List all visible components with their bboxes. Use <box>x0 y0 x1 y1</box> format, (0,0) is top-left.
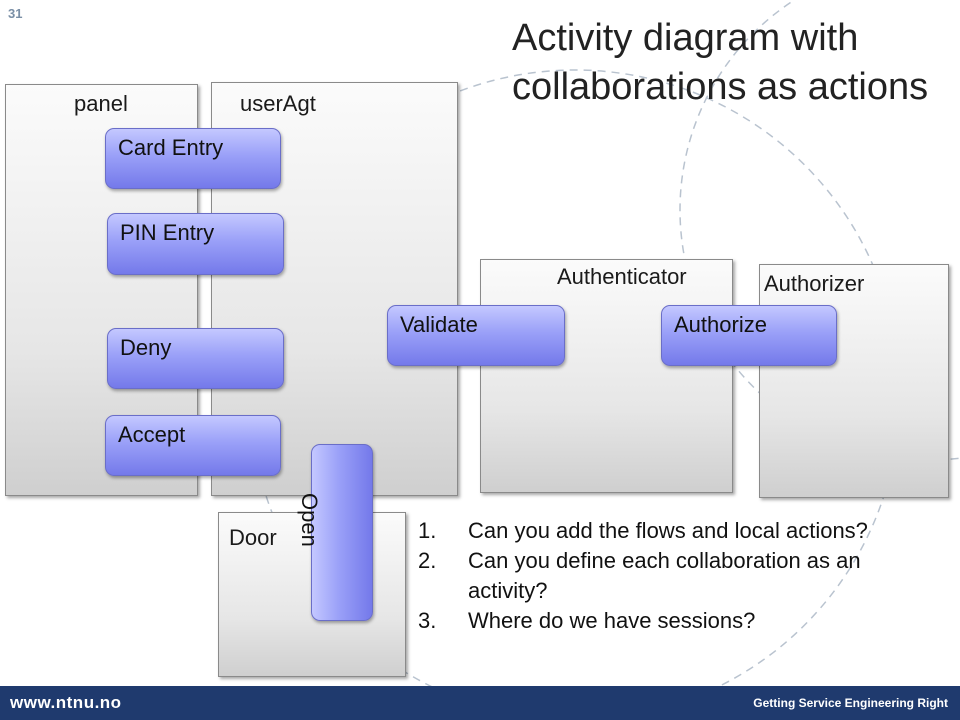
action-card-entry[interactable]: Card Entry <box>105 128 281 189</box>
slide-number: 31 <box>8 6 23 21</box>
lane-label-authenticator: Authenticator <box>557 264 687 289</box>
action-pin-entry[interactable]: PIN Entry <box>107 213 284 275</box>
question-number: 3. <box>418 608 437 633</box>
action-accept[interactable]: Accept <box>105 415 281 476</box>
footer-tagline: Getting Service Engineering Right <box>753 696 948 710</box>
lane-label-useragt: userAgt <box>240 91 316 116</box>
lane-authorizer: Authorizer <box>759 264 949 498</box>
action-authorize[interactable]: Authorize <box>661 305 837 366</box>
action-deny[interactable]: Deny <box>107 328 284 389</box>
lane-label-door: Door <box>229 525 277 550</box>
question-number: 2. <box>418 548 437 573</box>
question-text: Can you add the flows and local actions? <box>468 518 868 543</box>
question-item: 1. Can you add the flows and local action… <box>416 516 916 546</box>
action-open[interactable]: Open <box>297 444 373 621</box>
question-number: 1. <box>418 518 437 543</box>
question-item: 3. Where do we have sessions? <box>416 606 916 636</box>
lane-authenticator: Authenticator <box>480 259 733 493</box>
question-text: Where do we have sessions? <box>468 608 756 633</box>
slide-title: Activity diagram with collaborations as … <box>512 17 929 108</box>
question-item: 2. Can you define each collaboration as a… <box>416 546 916 606</box>
footer-bar: www.ntnu.no Getting Service Engineering … <box>0 686 960 720</box>
lane-label-authorizer: Authorizer <box>764 271 865 296</box>
action-open-label: Open <box>297 493 322 547</box>
action-validate[interactable]: Validate <box>387 305 565 366</box>
question-list: 1. Can you add the flows and local action… <box>416 516 916 636</box>
lane-label-panel: panel <box>74 91 128 116</box>
question-text: Can you define each collaboration as an … <box>468 548 861 603</box>
footer-url[interactable]: www.ntnu.no <box>10 693 122 712</box>
